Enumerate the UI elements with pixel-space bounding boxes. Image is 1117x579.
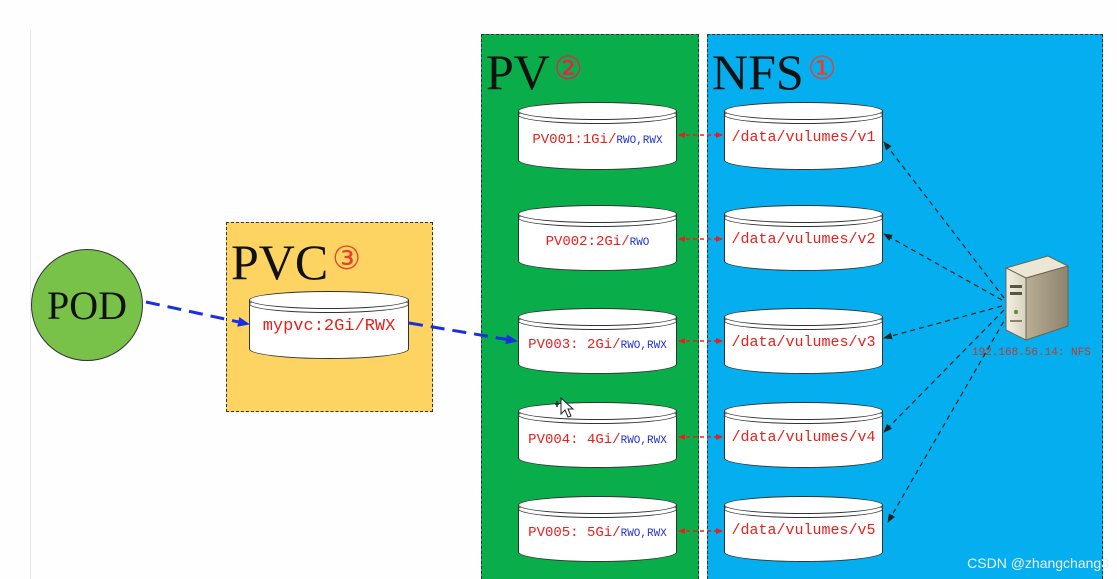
pvc-to-pv003-arrow bbox=[408, 321, 518, 345]
server-to-nfs2-arrow bbox=[883, 233, 1003, 301]
pod-label: POD bbox=[46, 282, 128, 328]
pv-cylinder-4: PV004: 4Gi/RWO,RWX bbox=[518, 402, 677, 468]
watermark: CSDN @zhangchang3 bbox=[967, 555, 1109, 571]
pv-label-1: PV001:1Gi/RWO,RWX bbox=[518, 130, 677, 148]
pv-name-1: PV001:1Gi/ bbox=[532, 132, 617, 148]
nfs-path-4: /data/vulumes/v4 bbox=[731, 429, 876, 446]
nfs-path-2: /data/vulumes/v2 bbox=[731, 231, 876, 248]
pv-name-2: PV002:2Gi/ bbox=[545, 234, 630, 250]
mouse-cursor-icon bbox=[555, 396, 575, 418]
pv-name-5: PV005: 5Gi/ bbox=[528, 525, 621, 541]
pvc-cylinder: mypvc:2Gi/RWX bbox=[249, 291, 409, 359]
nfs-title-text: NFS bbox=[712, 44, 804, 100]
pv-cylinder-5: PV005: 5Gi/RWO,RWX bbox=[518, 496, 677, 562]
pvc-badge: ③ bbox=[332, 240, 361, 276]
server-to-nfs5-arrow bbox=[887, 313, 1009, 523]
pv-label-3: PV003: 2Gi/RWO,RWX bbox=[518, 335, 677, 353]
nfs-cylinder-4: /data/vulumes/v4 bbox=[724, 402, 883, 468]
nfs-badge: ① bbox=[807, 50, 837, 86]
nfs-cylinder-3: /data/vulumes/v3 bbox=[724, 308, 883, 374]
pv-label-4: PV004: 4Gi/RWO,RWX bbox=[518, 430, 677, 448]
nfs-path-1: /data/vulumes/v1 bbox=[731, 129, 876, 146]
pv-modes-1: RWO,RWX bbox=[616, 135, 663, 147]
pv-label-5: PV005: 5Gi/RWO,RWX bbox=[518, 523, 677, 541]
nfs-cylinder-2: /data/vulumes/v2 bbox=[724, 205, 883, 271]
pv-title-text: PV bbox=[486, 44, 550, 100]
pvc-claim-label: mypvc:2Gi/RWX bbox=[262, 317, 396, 336]
left-rule bbox=[30, 30, 31, 579]
server-to-nfs1-arrow bbox=[883, 141, 1005, 299]
pv-cylinder-1: PV001:1Gi/RWO,RWX bbox=[518, 102, 677, 170]
pv-name-3: PV003: 2Gi/ bbox=[528, 337, 621, 353]
pv-modes-5: RWO,RWX bbox=[620, 528, 667, 540]
nfs-cylinder-1: /data/vulumes/v1 bbox=[724, 102, 883, 170]
server-icon bbox=[1004, 255, 1070, 341]
pv-badge: ② bbox=[553, 50, 583, 86]
pv-label-2: PV002:2Gi/RWO bbox=[518, 232, 677, 250]
pod-node: POD bbox=[31, 249, 143, 361]
pvc-title-text: PVC bbox=[231, 234, 329, 290]
nfs-path-3: /data/vulumes/v3 bbox=[731, 334, 876, 351]
server-to-nfs3-arrow bbox=[883, 305, 1003, 340]
nfs-cylinder-5: /data/vulumes/v5 bbox=[724, 496, 883, 562]
pv-modes-3: RWO,RWX bbox=[620, 340, 667, 352]
nfs-path-5: /data/vulumes/v5 bbox=[731, 522, 876, 539]
pv-modes-2: RWO bbox=[629, 237, 650, 249]
pv-modes-4: RWO,RWX bbox=[620, 435, 667, 447]
pod-to-pvc-arrow bbox=[145, 300, 250, 327]
pv-cylinder-3: PV003: 2Gi/RWO,RWX bbox=[518, 308, 677, 374]
server-ip-label: 192.168.56.14: NFS bbox=[972, 347, 1091, 359]
pv-cylinder-2: PV002:2Gi/RWO bbox=[518, 205, 677, 271]
server-to-nfs4-arrow bbox=[883, 309, 1005, 433]
pv-name-4: PV004: 4Gi/ bbox=[528, 432, 621, 448]
